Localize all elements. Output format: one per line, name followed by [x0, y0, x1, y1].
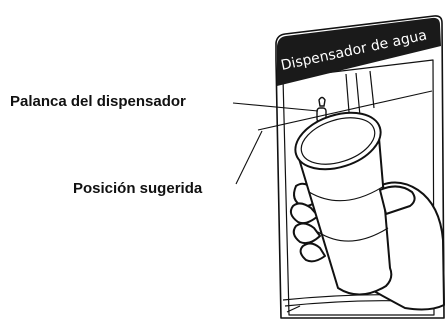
callout-leaders	[232, 90, 433, 185]
lever-channel	[345, 70, 375, 117]
dispenser-panel	[275, 15, 445, 319]
position-callout-label: Posición sugerida	[73, 180, 203, 197]
thumb	[379, 185, 416, 215]
hand	[289, 181, 445, 311]
glass	[294, 111, 393, 296]
panel-header	[277, 17, 441, 87]
lever-callout-label: Palanca del dispensador	[10, 93, 186, 110]
